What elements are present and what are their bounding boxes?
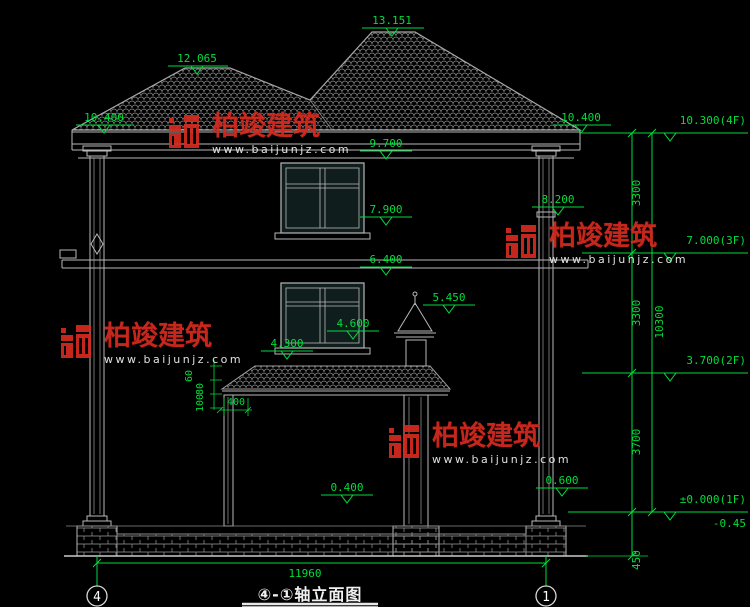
porch-canopy [220,365,452,396]
level-f1: ±0.000(1F) [680,493,746,506]
dim-window-sill-2f: 7.900 [369,203,402,216]
watermark: 柏竣建筑 www.baijunjz.com [58,322,243,366]
level-ground: -0.45 [713,517,746,530]
dim-total-width: 11960 [288,567,321,580]
title-block: 4 1 ④-①轴立面图 [86,585,557,607]
axis-bubble-left [86,585,108,607]
vertical-dim-lines [627,128,657,561]
dim-canopy-eave: 4.300 [270,337,303,350]
dim-detail-60: 60 [184,370,195,382]
dim-col-band-right: 8.200 [541,193,574,206]
dim-finial-top: 5.450 [432,291,465,304]
dim-detail-400: 400 [227,397,245,408]
dim-canopy-ridge: 4.600 [336,317,369,330]
vdim-overall: 10300 [653,305,666,338]
vdim-seg-top: 3300 [630,180,643,207]
left-column [76,145,118,557]
axis-bubble-right [535,585,557,607]
brand-logo-icon [503,222,543,266]
vdim-seg-foot: 450 [630,550,643,570]
brand-logo-icon [386,422,426,466]
dim-detail-80: 80 [195,383,206,395]
roof-valley-line [309,99,333,131]
dim-eave-left: 10.400 [84,111,124,124]
watermark: 柏竣建筑 www.baijunjz.com [386,422,571,466]
drawing-title: ④-①轴立面图 [258,585,363,604]
level-mark-lines [568,132,748,557]
building-linework [59,31,589,557]
dimension-layer: 13.151 12.065 10.400 10.400 9.700 8.200 … [76,14,748,588]
window-2f [274,162,371,240]
brand-logo-icon [58,322,98,366]
watermark: 柏竣建筑 www.baijunjz.com [503,222,688,266]
vdim-seg-lower: 3700 [630,429,643,456]
eave-fascia [71,130,581,159]
dim-plinth-right: 0.600 [545,474,578,487]
level-f4: 10.300(4F) [680,114,746,127]
dim-eave-right: 10.400 [561,111,601,124]
dim-floor-band: 6.400 [369,253,402,266]
dim-plinth-left: 0.400 [330,481,363,494]
level-f3: 7.000(3F) [686,234,746,247]
watermark-brand: 柏竣建筑 [432,420,540,452]
vdim-seg-mid: 3300 [630,300,643,327]
dim-peak-left: 12.065 [177,52,217,65]
axis-label-left: 4 [93,590,101,605]
floor-band [59,249,589,269]
watermark-url: www.baijunjz.com [432,452,572,466]
dim-peak-main: 13.151 [372,14,412,27]
brand-logo-icon [166,112,206,156]
watermark-brand: 柏竣建筑 [549,220,657,252]
level-f2: 3.700(2F) [686,354,746,367]
axis-label-right: 1 [542,590,550,605]
bottom-dim-line [92,556,551,588]
watermark-brand: 柏竣建筑 [212,110,320,142]
watermark-brand: 柏竣建筑 [104,320,212,352]
watermark: 柏竣建筑 www.baijunjz.com [166,112,351,156]
plinth-ground [64,525,588,557]
detail-dim-lines [210,360,252,416]
window-1f [274,282,371,355]
right-column [525,145,567,557]
dim-ridge-lower: 9.700 [369,137,402,150]
dim-detail-100: 100 [195,394,206,412]
watermark-url: www.baijunjz.com [104,352,244,366]
watermark-url: www.baijunjz.com [212,142,352,156]
porch-post [223,394,234,527]
watermark-url: www.baijunjz.com [549,252,689,266]
spot-marker-lines [76,27,611,504]
